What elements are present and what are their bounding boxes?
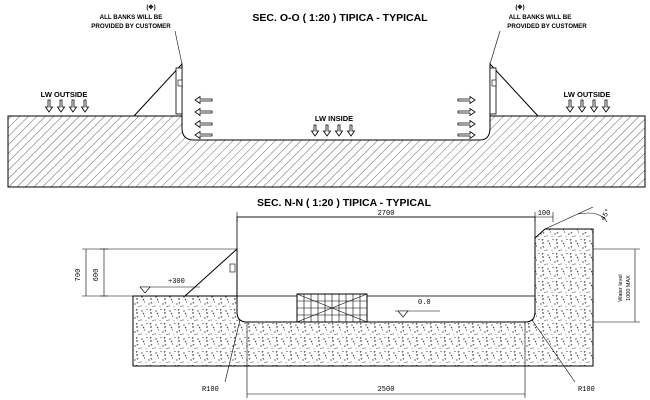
lw-outside-left-label: LW OUTSIDE [41, 90, 88, 99]
radius-right-text: R100 [578, 386, 595, 394]
dim-water-level: Water level 1000 MAX [593, 248, 640, 323]
left-note-symbol: (✥) [146, 4, 155, 11]
dim-heights-left: 700 600 [75, 248, 108, 297]
section-oo: SEC. O-O ( 1:20 ) TIPICA - TYPICAL (✥) A… [7, 4, 646, 188]
left-bank-nn [100, 247, 238, 297]
left-wall-pressure-arrows [194, 95, 213, 140]
level-marker-zero: 0.0 [395, 299, 440, 318]
dim-top-width: 2700 100 [236, 210, 554, 222]
lw-outside-right-label: LW OUTSIDE [564, 90, 611, 99]
level-zero-label: 0.0 [418, 299, 431, 307]
ground-hatch [7, 115, 646, 188]
basin-outline [236, 216, 536, 297]
left-note-line2: PROVIDED BY CUSTOMER [91, 23, 171, 30]
dim-top-width-text: 2700 [378, 210, 395, 218]
gabion-basket [296, 293, 368, 323]
lw-inside-label: LW INSIDE [315, 114, 353, 123]
concrete-slab [132, 228, 594, 367]
dim-angle-text: 45° [599, 207, 613, 222]
water-level-line1: Water level [618, 274, 624, 301]
dim-angle: 45° [544, 206, 613, 230]
right-note-symbol: (✥) [515, 4, 524, 11]
dim-top-offset-text: 100 [538, 210, 551, 218]
water-level-line2: 1000 MAX [626, 275, 632, 301]
dim-bottom-width-text: 2500 [378, 386, 395, 394]
left-bank [132, 30, 183, 117]
right-note-line1: ALL BANKS WILL BE [509, 14, 572, 21]
section-nn: SEC. N-N ( 1:20 ) TIPICA - TYPICAL +300 [75, 197, 640, 398]
radius-leaders: R100 R100 [202, 319, 595, 394]
radius-left-text: R100 [202, 386, 219, 394]
section-nn-title: SEC. N-N ( 1:20 ) TIPICA - TYPICAL [257, 197, 432, 209]
section-oo-title: SEC. O-O ( 1:20 ) TIPICA - TYPICAL [252, 12, 428, 24]
dim-height-outer-text: 700 [75, 269, 83, 282]
lw-inside-arrows [310, 124, 356, 137]
right-wall-pressure-arrows [457, 95, 476, 140]
right-bank [489, 30, 540, 117]
level-plus-label: +300 [168, 278, 185, 286]
dim-bottom-width: 2500 [246, 322, 526, 398]
left-note-line1: ALL BANKS WILL BE [100, 14, 163, 21]
lw-outside-right-arrows [565, 99, 611, 113]
dim-height-inner-text: 600 [93, 269, 101, 282]
lw-outside-left-arrows [44, 99, 90, 113]
level-marker-plus300: +300 [139, 278, 200, 294]
right-note-line2: PROVIDED BY CUSTOMER [507, 23, 587, 30]
